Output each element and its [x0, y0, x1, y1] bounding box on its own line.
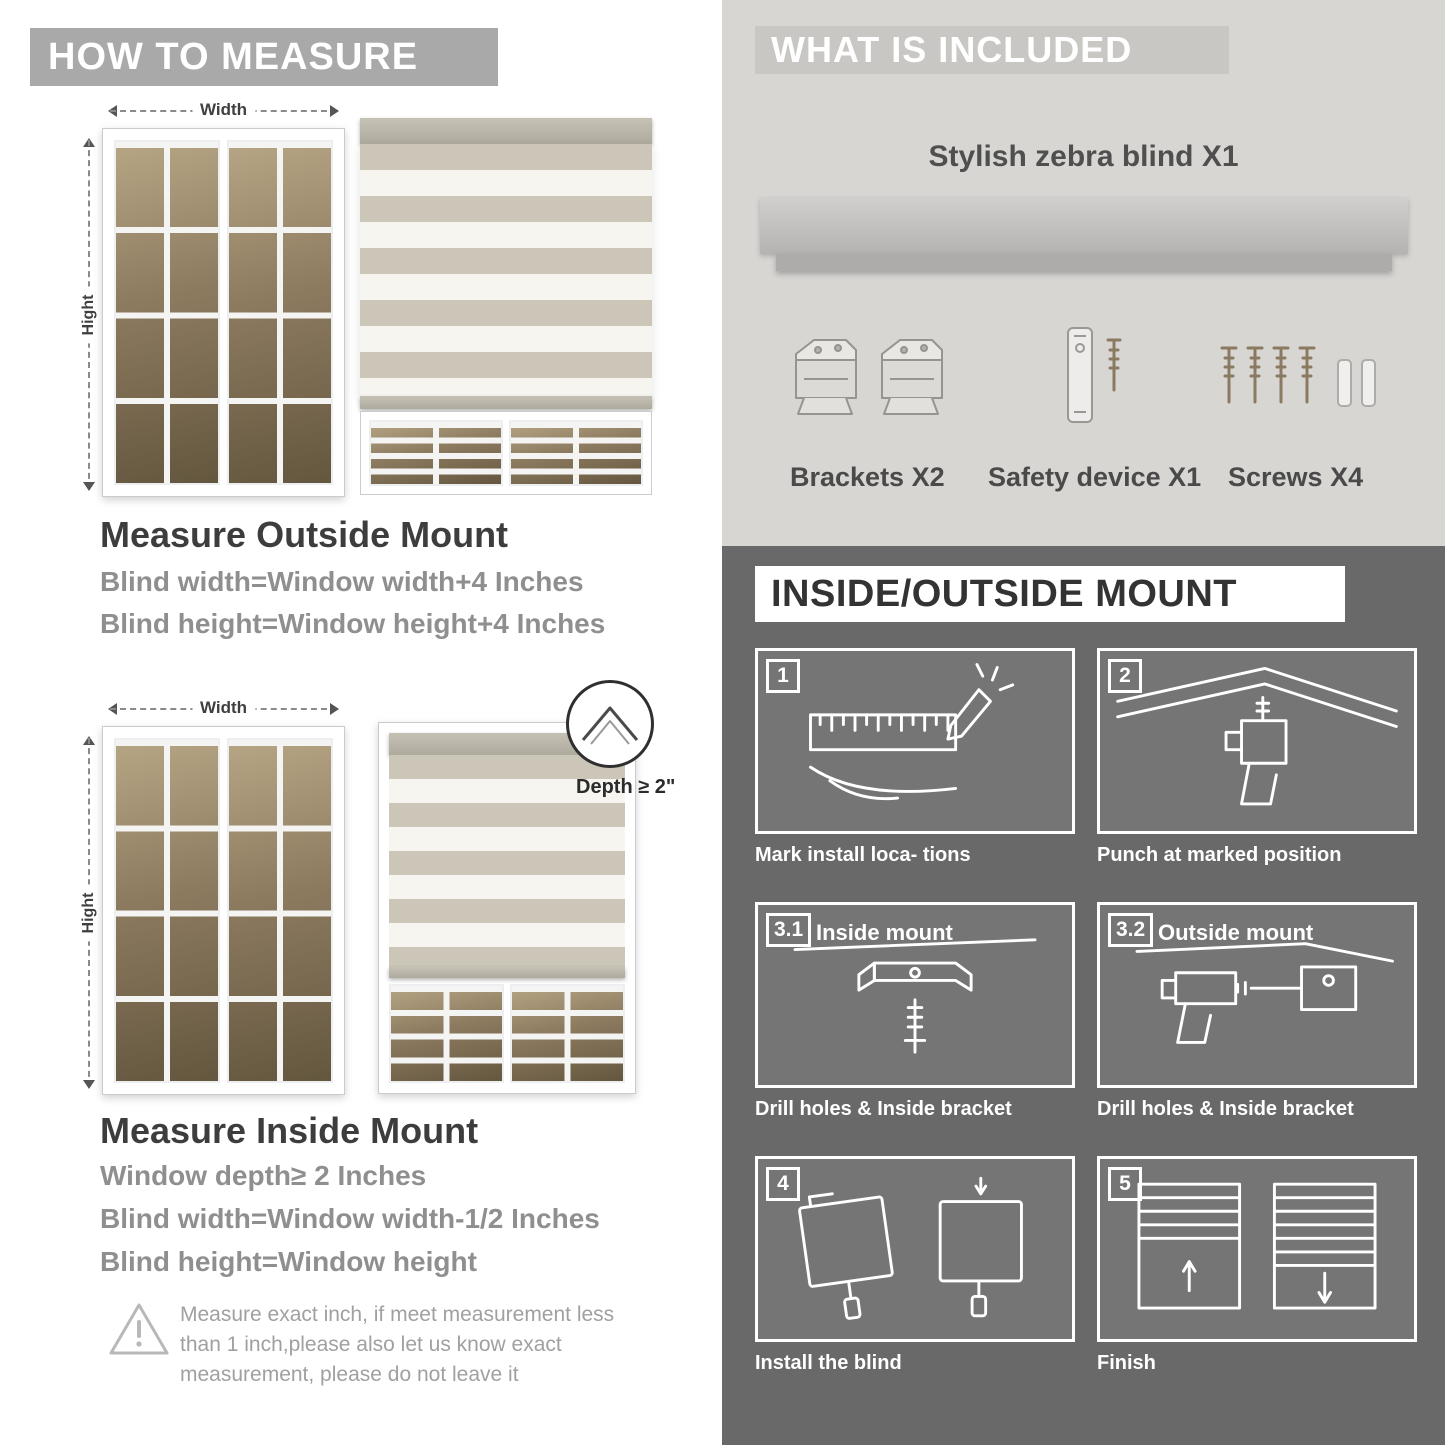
step-2: 2 Punch at marked position — [1097, 648, 1417, 884]
height-label: Hight — [80, 884, 98, 941]
step-number-badge: 3.1 — [766, 913, 812, 947]
step-1-panel: 1 — [755, 648, 1075, 834]
product-label: Stylish zebra blind X1 — [928, 140, 1239, 173]
inside-bracket-screw-icon — [793, 938, 1037, 1054]
what-is-included-section: WHAT IS INCLUDED Stylish zebra blind X1 — [722, 0, 1445, 546]
window-sash — [114, 140, 220, 485]
step-number-badge: 3.2 — [1108, 913, 1154, 947]
window-below-blind — [360, 411, 652, 495]
zebra-stripes — [360, 144, 652, 396]
mark-location-icon — [809, 663, 1015, 801]
step-3-2-caption: Drill holes & Inside bracket — [1097, 1098, 1354, 1120]
window-sash — [510, 984, 625, 1083]
width-label: Width — [191, 698, 256, 718]
step-1-caption: Mark install loca- tions — [755, 844, 971, 866]
width-label: Width — [191, 100, 256, 120]
step-3-2-panel: 3.2 Outside mount — [1097, 902, 1417, 1088]
step-5-caption: Finish — [1097, 1352, 1156, 1374]
window-illustration — [102, 128, 345, 497]
zebra-stripes — [389, 755, 625, 967]
install-blind-icon — [798, 1176, 1023, 1320]
brackets-label: Brackets X2 — [790, 462, 945, 492]
window-sash — [369, 420, 503, 486]
window-sash — [227, 140, 333, 485]
window-measure-figure-inside: Width Hight — [80, 698, 345, 1095]
width-measure-arrow: Width — [102, 100, 345, 120]
finish-blinds-icon — [1137, 1182, 1377, 1310]
outside-mount-line2: Blind height=Window height+4 Inches — [100, 608, 606, 639]
step-4-caption: Install the blind — [755, 1352, 902, 1374]
window-sash — [509, 420, 643, 486]
step-number-badge: 4 — [766, 1167, 800, 1201]
inside-mount-label: Inside mount — [816, 920, 953, 945]
depth-callout-label: Depth ≥ 2" — [576, 776, 676, 798]
step-3-1-caption: Drill holes & Inside bracket — [755, 1098, 1012, 1120]
blind-bottomrail — [389, 967, 625, 978]
blind-bottomrail — [360, 396, 652, 409]
blind-headrail-lip — [776, 254, 1392, 271]
zebra-blind-outside-illustration — [360, 118, 652, 495]
screws-icon — [1214, 336, 1394, 436]
blind-headrail — [360, 118, 652, 144]
safety-device-icon — [1042, 322, 1142, 440]
inside-mount-line3: Blind height=Window height — [100, 1246, 477, 1277]
window-corner-icon — [581, 706, 639, 745]
inside-mount-title: Measure Inside Mount — [100, 1110, 479, 1151]
step-5: 5 Finish — [1097, 1156, 1417, 1392]
window-sash — [389, 984, 504, 1083]
window-illustration — [102, 726, 345, 1095]
outside-mount-line1: Blind width=Window width+4 Inches — [100, 566, 584, 597]
step-3-2: 3.2 Outside mount Drill holes & Inside b… — [1097, 902, 1417, 1138]
mount-guide-header: INSIDE/OUTSIDE MOUNT — [755, 566, 1345, 622]
window-sash — [114, 738, 220, 1083]
safety-device-label: Safety device X1 — [988, 462, 1202, 492]
measurement-warning-note: Measure exact inch, if meet measurement … — [180, 1303, 615, 1386]
step-number-badge: 1 — [766, 659, 800, 693]
height-label: Hight — [80, 286, 98, 343]
mount-guide-section: INSIDE/OUTSIDE MOUNT 1 Mark install loca… — [722, 546, 1445, 1445]
what-is-included-header: WHAT IS INCLUDED — [755, 26, 1229, 74]
depth-callout-circle — [566, 680, 654, 768]
step-3-1: 3.1 Inside mount Drill holes & Inside br… — [755, 902, 1075, 1138]
window-measure-figure-outside: Width Hight — [80, 100, 345, 497]
outside-mount-label: Outside mount — [1158, 920, 1314, 945]
step-number-badge: 2 — [1108, 659, 1142, 693]
mount-steps-grid: 1 Mark install loca- tions 2 — [755, 648, 1417, 1392]
warning-triangle-icon — [106, 1300, 172, 1360]
step-3-1-panel: 3.1 Inside mount — [755, 902, 1075, 1088]
width-measure-arrow: Width — [102, 698, 345, 718]
outside-bracket-drill-icon — [1135, 942, 1394, 1044]
inside-mount-line2: Blind width=Window width-1/2 Inches — [100, 1203, 600, 1234]
blind-headrail-illustration — [760, 198, 1408, 254]
blind-headrail — [389, 733, 625, 755]
step-4-panel: 4 — [755, 1156, 1075, 1342]
inside-mount-line1: Window depth≥ 2 Inches — [100, 1160, 427, 1191]
step-number-badge: 5 — [1108, 1167, 1142, 1201]
step-5-panel: 5 — [1097, 1156, 1417, 1342]
outside-mount-title: Measure Outside Mount — [100, 514, 509, 555]
zebra-blind-inside-illustration — [378, 722, 636, 1094]
window-sash — [227, 738, 333, 1083]
step-2-caption: Punch at marked position — [1097, 844, 1342, 866]
height-measure-arrow: Hight — [80, 730, 98, 1095]
brackets-icon — [782, 326, 958, 438]
how-to-measure-header: HOW TO MEASURE — [30, 28, 498, 86]
height-measure-arrow: Hight — [80, 132, 98, 497]
screws-label: Screws X4 — [1228, 462, 1364, 492]
step-4: 4 Install the blind — [755, 1156, 1075, 1392]
step-2-panel: 2 — [1097, 648, 1417, 834]
drill-ceiling-icon — [1116, 666, 1398, 806]
step-1: 1 Mark install loca- tions — [755, 648, 1075, 884]
